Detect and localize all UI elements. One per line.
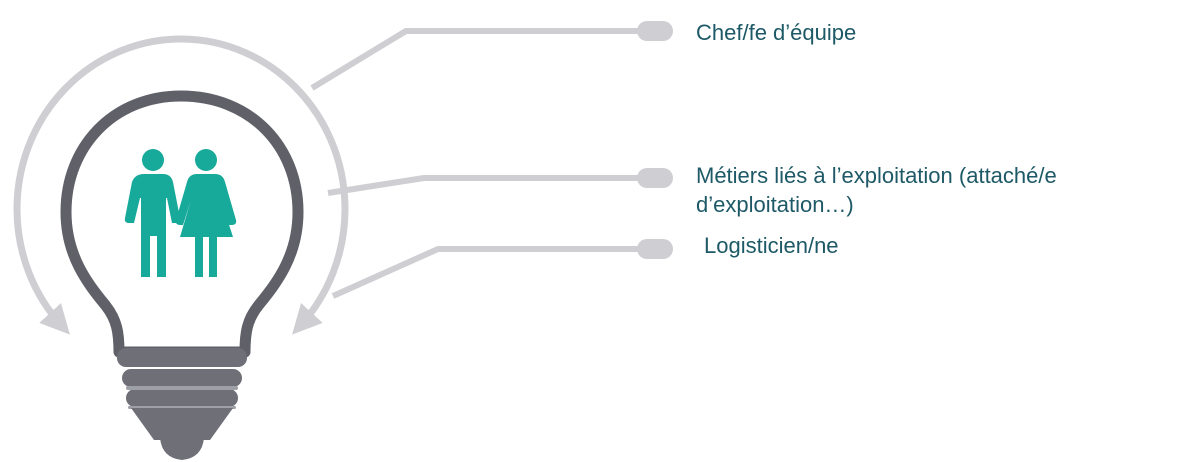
man-body [124,174,181,277]
label-line: Métiers liés à l’exploitation (attaché/e [696,163,1057,188]
circular-arrow [13,35,349,335]
label-chef-equipe: Chef/fe d’équipe [696,18,856,47]
connector-2 [327,168,673,196]
label-line: Logisticien/ne [704,233,839,258]
label-line: d’exploitation…) [696,192,854,217]
connector-3 [331,239,673,299]
label-metiers-exploitation: Métiers liés à l’exploitation (attaché/e… [696,161,1057,219]
label-logisticien: Logisticien/ne [704,231,839,260]
woman-head [195,149,217,171]
man-head [142,149,164,171]
couple-icon [124,149,237,277]
lightbulb-icon [60,90,304,460]
label-line: Chef/fe d’équipe [696,20,857,45]
connector-1 [310,21,673,91]
bulb-base [117,348,247,460]
woman-body [175,174,237,277]
